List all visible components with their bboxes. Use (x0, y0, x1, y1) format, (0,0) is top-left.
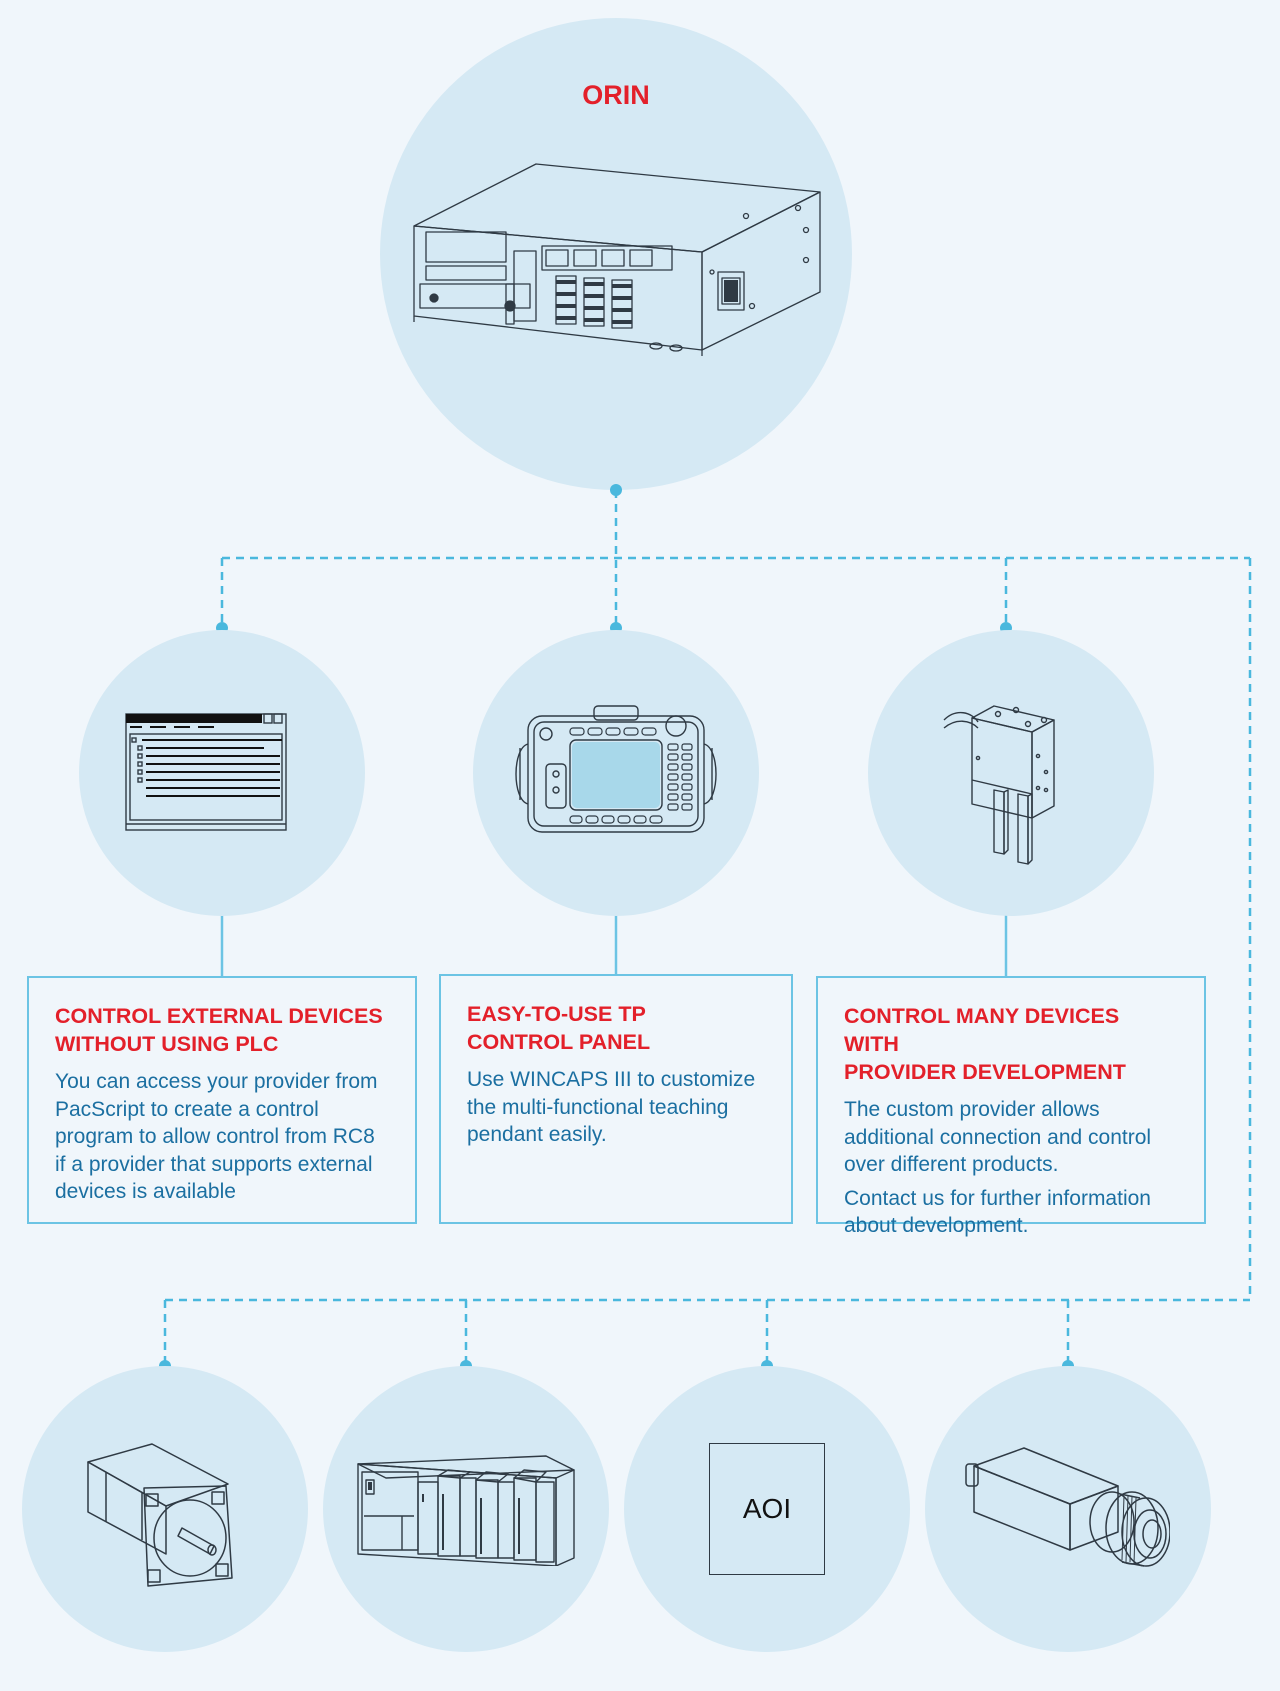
feature-title: EASY-TO-USE TP CONTROL PANEL (467, 1002, 651, 1054)
teaching-pendant-icon (515, 705, 717, 833)
device-circle-aoi (624, 1366, 910, 1652)
orin-hub-circle (380, 18, 852, 490)
feature-description: Use WINCAPS III to customize the multi-f… (467, 1068, 756, 1146)
orin-title: ORIN (582, 80, 650, 110)
aoi-box-icon: AOI (709, 1443, 825, 1575)
feature-description: Contact us for further information about… (844, 1186, 1151, 1238)
plc-rack-icon (357, 1455, 575, 1566)
device-circle-plc (323, 1366, 609, 1652)
feature-title: CONTROL MANY DEVICES WITH PROVIDER DEVEL… (844, 1004, 1126, 1084)
device-circle-motor (22, 1366, 308, 1652)
feature-title: CONTROL EXTERNAL DEVICES WITHOUT USING P… (55, 1004, 383, 1056)
feature-description: You can access your provider from PacScr… (55, 1070, 378, 1203)
gripper-icon (943, 705, 1055, 865)
feature-card-provider: CONTROL MANY DEVICES WITH PROVIDER DEVEL… (816, 976, 1206, 1237)
servo-motor-icon (87, 1443, 233, 1587)
software-window-icon (125, 713, 287, 831)
feature-card-plc: CONTROL EXTERNAL DEVICES WITHOUT USING P… (27, 976, 417, 1224)
robot-controller-icon (413, 163, 821, 356)
feature-card-tp: EASY-TO-USE TP CONTROL PANEL Use WINCAPS… (439, 974, 793, 1224)
aoi-label: AOI (742, 1493, 792, 1524)
feature-description: The custom provider allows additional co… (844, 1098, 1152, 1176)
feature-circle-gripper (868, 630, 1154, 916)
industrial-camera-icon (965, 1447, 1170, 1567)
